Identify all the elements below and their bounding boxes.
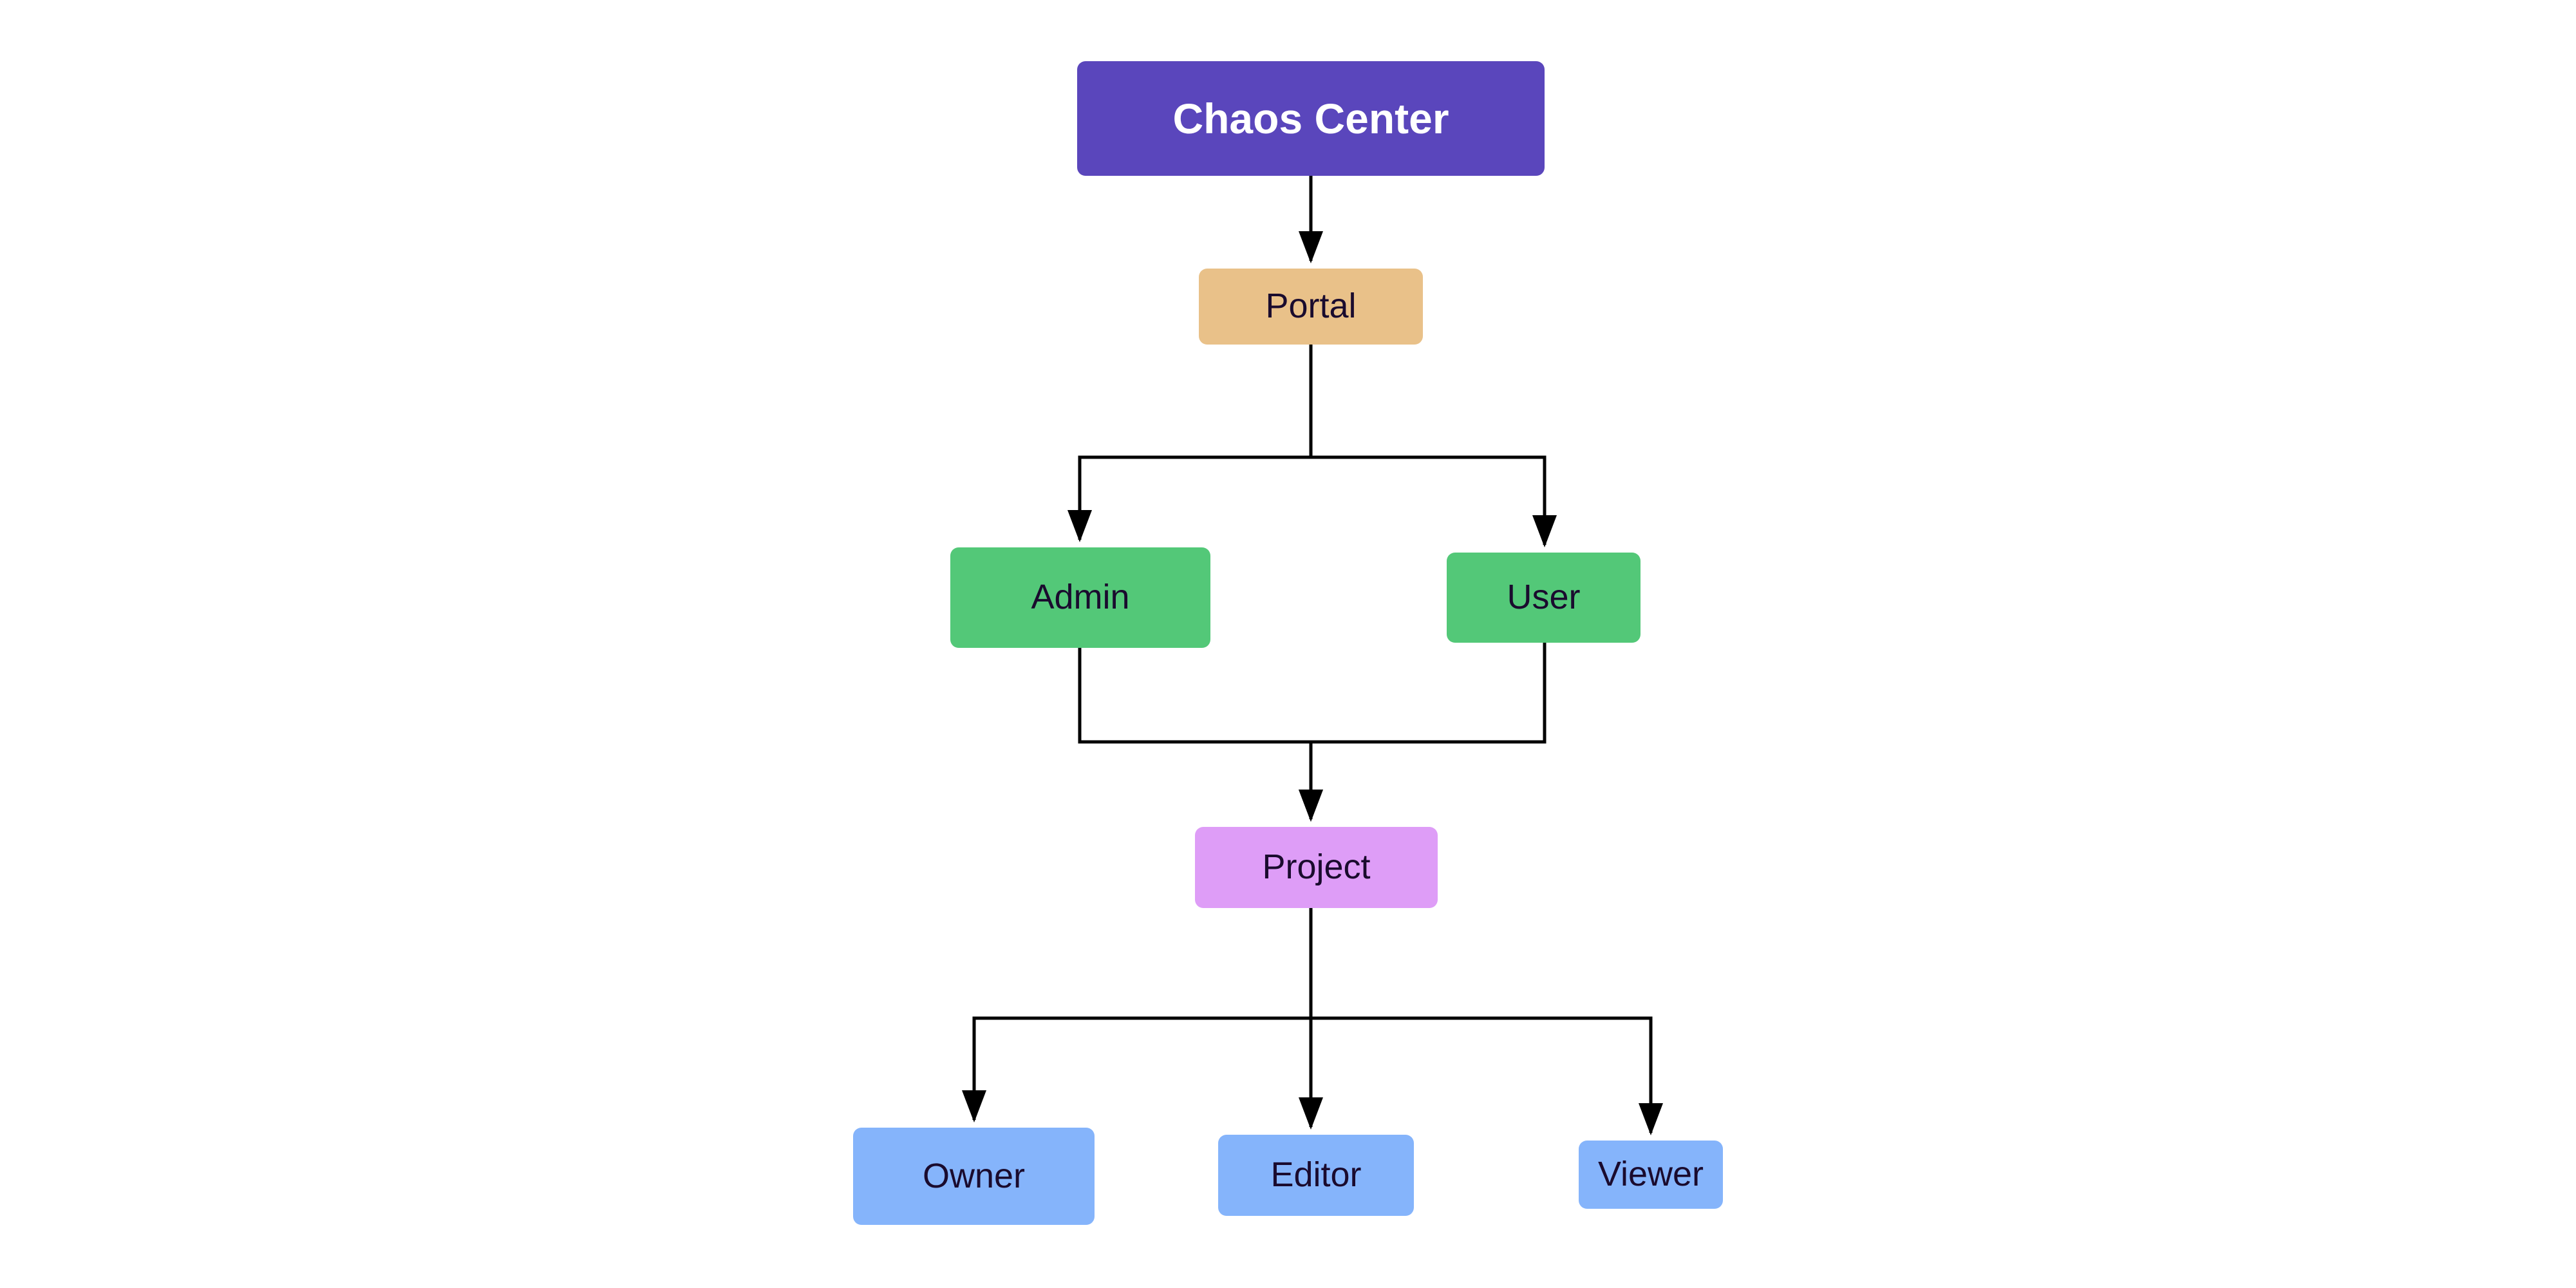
node-portal[interactable]: Portal [1199,269,1423,345]
node-viewer[interactable]: Viewer [1579,1141,1723,1209]
node-admin-label: Admin [1031,578,1130,617]
node-admin[interactable]: Admin [950,547,1210,648]
node-project-label: Project [1262,848,1371,887]
node-viewer-label: Viewer [1597,1155,1704,1194]
edge-admin-to-project [1078,648,1323,822]
node-portal-label: Portal [1265,287,1357,326]
node-chaos-center[interactable]: Chaos Center [1077,61,1545,176]
edge-project-to-viewer [1309,908,1663,1136]
node-editor-label: Editor [1270,1155,1362,1195]
edge-portal-to-admin [1067,345,1313,543]
node-editor[interactable]: Editor [1218,1135,1414,1216]
node-user[interactable]: User [1447,553,1641,643]
edge-portal-to-user [1309,345,1557,548]
edge-project-to-owner [962,908,1313,1123]
node-owner-label: Owner [922,1156,1026,1195]
node-project[interactable]: Project [1195,827,1438,908]
edge-user-to-project [1299,643,1547,822]
node-owner[interactable]: Owner [853,1128,1095,1225]
node-user-label: User [1507,578,1581,617]
node-chaos-center-label: Chaos Center [1172,94,1449,142]
